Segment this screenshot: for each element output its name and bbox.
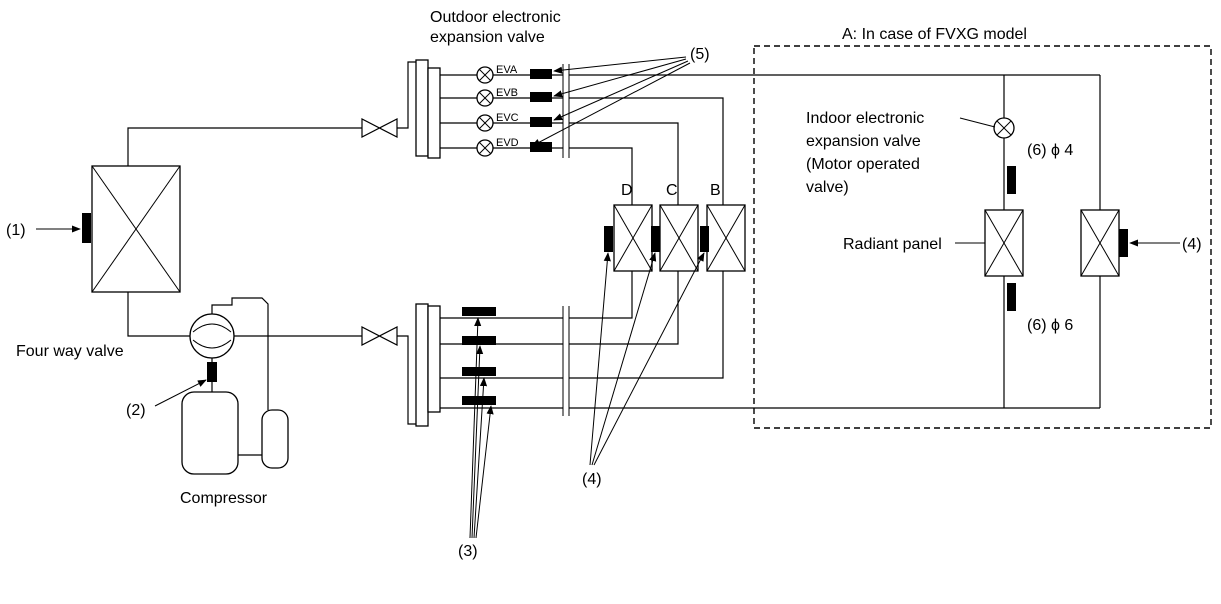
ev-valve-b bbox=[476, 89, 494, 107]
fvxg-region-border bbox=[753, 45, 1212, 429]
ev-valve-a bbox=[476, 66, 494, 84]
thermistor-4-fvxg bbox=[1119, 229, 1128, 257]
thermistor-5-c bbox=[530, 117, 552, 127]
radiant-panel-label: Radiant panel bbox=[843, 236, 942, 253]
thermistor-3-b bbox=[462, 336, 496, 345]
ev-label-c: EVC bbox=[496, 112, 519, 124]
thermistor-3-a bbox=[462, 307, 496, 316]
thermistor-1 bbox=[82, 213, 91, 243]
arrows-4-left bbox=[589, 252, 705, 466]
callout-6-phi6: (6) ϕ 6 bbox=[1027, 317, 1073, 334]
thermistor-4-b bbox=[700, 226, 709, 252]
stop-valve-upper bbox=[361, 118, 398, 138]
pipe-break-upper bbox=[562, 64, 570, 158]
four-way-valve bbox=[189, 313, 235, 359]
ev-valve-c bbox=[476, 114, 494, 132]
thermistor-5-b bbox=[530, 92, 552, 102]
stop-valve-lower bbox=[361, 326, 398, 346]
fvxg-caption: A: In case of FVXG model bbox=[842, 26, 1027, 43]
arrows-3 bbox=[469, 317, 494, 539]
thermistor-4-c bbox=[651, 226, 660, 252]
outdoor-valve-title-line1: Outdoor electronic bbox=[430, 9, 561, 26]
arrows-5 bbox=[531, 56, 691, 147]
thermistor-3-d bbox=[462, 396, 496, 405]
callout-1: (1) bbox=[6, 222, 26, 239]
indoor-valve-leader bbox=[959, 117, 996, 128]
liquid-header bbox=[415, 59, 429, 157]
callout-2: (2) bbox=[126, 402, 146, 419]
compressor-label: Compressor bbox=[180, 490, 268, 507]
compressor bbox=[181, 391, 239, 475]
unit-label-b: B bbox=[710, 182, 721, 199]
ev-valve-d bbox=[476, 139, 494, 157]
radiant-panel bbox=[984, 209, 1024, 277]
ev-label-b: EVB bbox=[496, 87, 518, 99]
callout-4-right: (4) bbox=[1182, 236, 1202, 253]
outdoor-expansion-valves bbox=[476, 66, 494, 157]
callout-5: (5) bbox=[690, 46, 710, 63]
fvxg-indoor-unit bbox=[1080, 209, 1120, 277]
indoor-valve-label-line2: expansion valve bbox=[806, 133, 921, 150]
ev-label-d: EVD bbox=[496, 137, 519, 149]
thermistor-6-phi6 bbox=[1007, 283, 1016, 311]
callout-3: (3) bbox=[458, 543, 478, 560]
pipe-break-lower bbox=[562, 306, 570, 416]
indoor-valve-label-line1: Indoor electronic bbox=[806, 110, 924, 127]
indoor-valve-label-line4: valve) bbox=[806, 179, 849, 196]
thermistor-6-phi4 bbox=[1007, 166, 1016, 194]
thermistor-5-d bbox=[530, 142, 552, 152]
arrow-2 bbox=[154, 379, 207, 407]
outdoor-heat-exchanger bbox=[91, 165, 181, 293]
accumulator bbox=[261, 409, 289, 469]
indoor-unit-c bbox=[659, 204, 699, 272]
unit-label-c: C bbox=[666, 182, 678, 199]
thermistor-5-a bbox=[530, 69, 552, 79]
thermistor-2 bbox=[207, 362, 217, 382]
unit-label-d: D bbox=[621, 182, 633, 199]
indoor-expansion-valve bbox=[993, 117, 1015, 139]
thermistor-4-d bbox=[604, 226, 613, 252]
gas-header bbox=[415, 303, 429, 427]
indoor-unit-d bbox=[613, 204, 653, 272]
indoor-valve-label-line3: (Motor operated bbox=[806, 156, 920, 173]
four-way-valve-label: Four way valve bbox=[16, 343, 124, 360]
outdoor-valve-title-line2: expansion valve bbox=[430, 29, 545, 46]
callout-6-phi4: (6) ϕ 4 bbox=[1027, 142, 1073, 159]
indoor-unit-b bbox=[706, 204, 746, 272]
ev-label-a: EVA bbox=[496, 64, 518, 76]
callout-4-left: (4) bbox=[582, 471, 602, 488]
